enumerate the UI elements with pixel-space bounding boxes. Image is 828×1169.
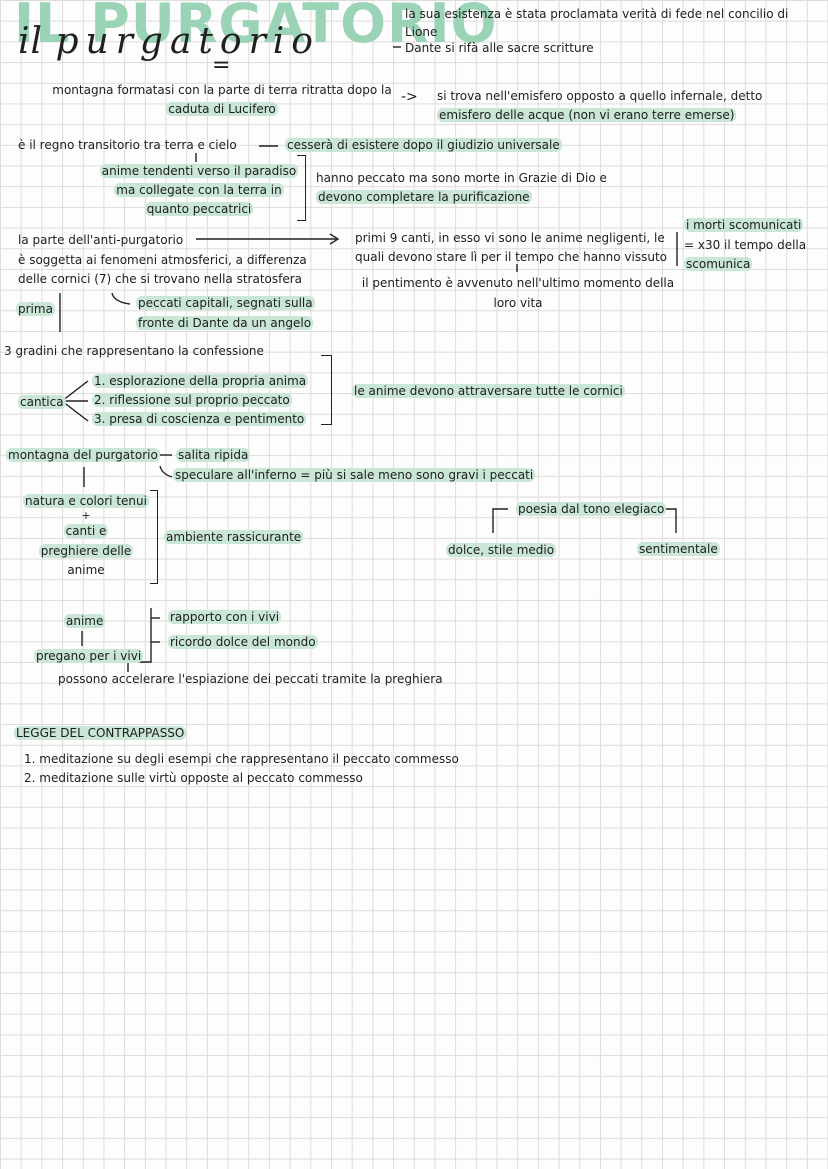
anime-bracket bbox=[297, 155, 306, 221]
regno-text: è il regno transitorio tra terra e cielo bbox=[18, 138, 237, 152]
ambiente-right: ambiente rassicurante bbox=[164, 530, 304, 544]
montagna-line1: montagna formatasi con la parte di terra… bbox=[52, 83, 392, 97]
dolce-label: dolce, stile medio bbox=[446, 543, 557, 557]
legge-list: 1. meditazione su degli esempi che rappr… bbox=[24, 750, 459, 788]
note-lione: Lione bbox=[405, 25, 438, 39]
anime-right2: devono completare la purificazione bbox=[316, 190, 532, 204]
montagna-line2: caduta di Lucifero bbox=[166, 102, 278, 116]
anime-right1: hanno peccato ma sono morte in Grazie di… bbox=[316, 171, 607, 185]
anime-line3: quanto peccatrici bbox=[144, 202, 254, 216]
script-il: il bbox=[18, 21, 44, 62]
morti-line3: scomunica bbox=[684, 257, 753, 271]
possono-text: possono accelerare l'espiazione dei pecc… bbox=[58, 672, 443, 686]
emisfero-line1: si trova nell'emisfero opposto a quello … bbox=[437, 89, 763, 103]
peccati-line2: fronte di Dante da un angelo bbox=[136, 316, 314, 330]
legge-title: LEGGE DEL CONTRAPPASSO bbox=[14, 726, 187, 740]
anti-line3: delle cornici (7) che si trovano nella s… bbox=[18, 272, 303, 286]
list-item: 2. riflessione sul proprio peccato bbox=[92, 393, 292, 407]
script-word: purgatorio bbox=[55, 21, 320, 62]
list-item: 3. presa di coscienza e pentimento bbox=[92, 412, 307, 426]
list-item: 1. esplorazione della propria anima bbox=[92, 374, 309, 388]
note-concilio: la sua esistenza è stata proclamata veri… bbox=[405, 7, 789, 21]
montagna-purgatorio: montagna del purgatorio bbox=[6, 448, 160, 462]
cantica-label: cantica bbox=[18, 395, 66, 409]
equals-sign: = bbox=[212, 53, 231, 78]
note-scritture: Dante si rifà alle sacre scritture bbox=[405, 41, 594, 55]
ambiente-line4: anime bbox=[67, 563, 105, 577]
page-title: IL PURGATORIO bbox=[14, 0, 498, 55]
speculare-text: speculare all'inferno = più si sale meno… bbox=[173, 468, 536, 482]
salita-ripida: salita ripida bbox=[176, 448, 251, 462]
sentimentale-label: sentimentale bbox=[637, 542, 720, 556]
canti-line2: quali devono stare lì per il tempo che h… bbox=[355, 250, 668, 264]
pentimento-line1: il pentimento è avvenuto nell'ultimo mom… bbox=[361, 276, 675, 290]
anti-line2: è soggetta ai fenomeni atmosferici, a di… bbox=[18, 253, 307, 267]
cessera-text: cesserà di esistere dopo il giudizio uni… bbox=[285, 138, 562, 152]
prima-label: prima bbox=[16, 302, 55, 316]
anti-line1: la parte dell'anti-purgatorio bbox=[18, 233, 184, 247]
list-item: 1. meditazione su degli esempi che rappr… bbox=[24, 752, 459, 766]
ambiente-line2: canti e bbox=[63, 524, 109, 538]
ambiente-bracket bbox=[150, 490, 158, 584]
anime-line1: anime tendenti verso il paradiso bbox=[99, 164, 299, 178]
ambiente-line3: preghiere delle bbox=[38, 544, 134, 558]
canti-line1: primi 9 canti, in esso vi sono le anime … bbox=[355, 231, 665, 245]
ambiente-plus: + bbox=[81, 509, 91, 522]
page-title-script: il purgatorio bbox=[18, 22, 320, 62]
arrow-symbol: -> bbox=[401, 89, 418, 105]
anime-line2: ma collegate con la terra in bbox=[114, 183, 284, 197]
anime-label: anime bbox=[64, 614, 106, 628]
morti-line1: i morti scomunicati bbox=[684, 218, 804, 232]
pregano-text: pregano per i vivi bbox=[34, 649, 144, 663]
gradini-bracket bbox=[321, 355, 332, 425]
poesia-label: poesia dal tono elegiaco bbox=[516, 502, 667, 516]
peccati-line1: peccati capitali, segnati sulla bbox=[136, 296, 315, 310]
gradini-list: 1. esplorazione della propria anima 2. r… bbox=[92, 372, 309, 429]
gradini-title: 3 gradini che rappresentano la confessio… bbox=[4, 344, 264, 358]
ricordo-text: ricordo dolce del mondo bbox=[168, 635, 318, 649]
ambiente-line1: natura e colori tenui bbox=[23, 494, 149, 508]
gradini-right: le anime devono attraversare tutte le co… bbox=[352, 384, 625, 398]
rapporto-text: rapporto con i vivi bbox=[168, 610, 282, 624]
emisfero-line2: emisfero delle acque (non vi erano terre… bbox=[437, 108, 737, 122]
pentimento-line2: loro vita bbox=[493, 296, 543, 310]
list-item: 2. meditazione sulle virtù opposte al pe… bbox=[24, 771, 363, 785]
morti-line2: = x30 il tempo della bbox=[684, 238, 807, 252]
